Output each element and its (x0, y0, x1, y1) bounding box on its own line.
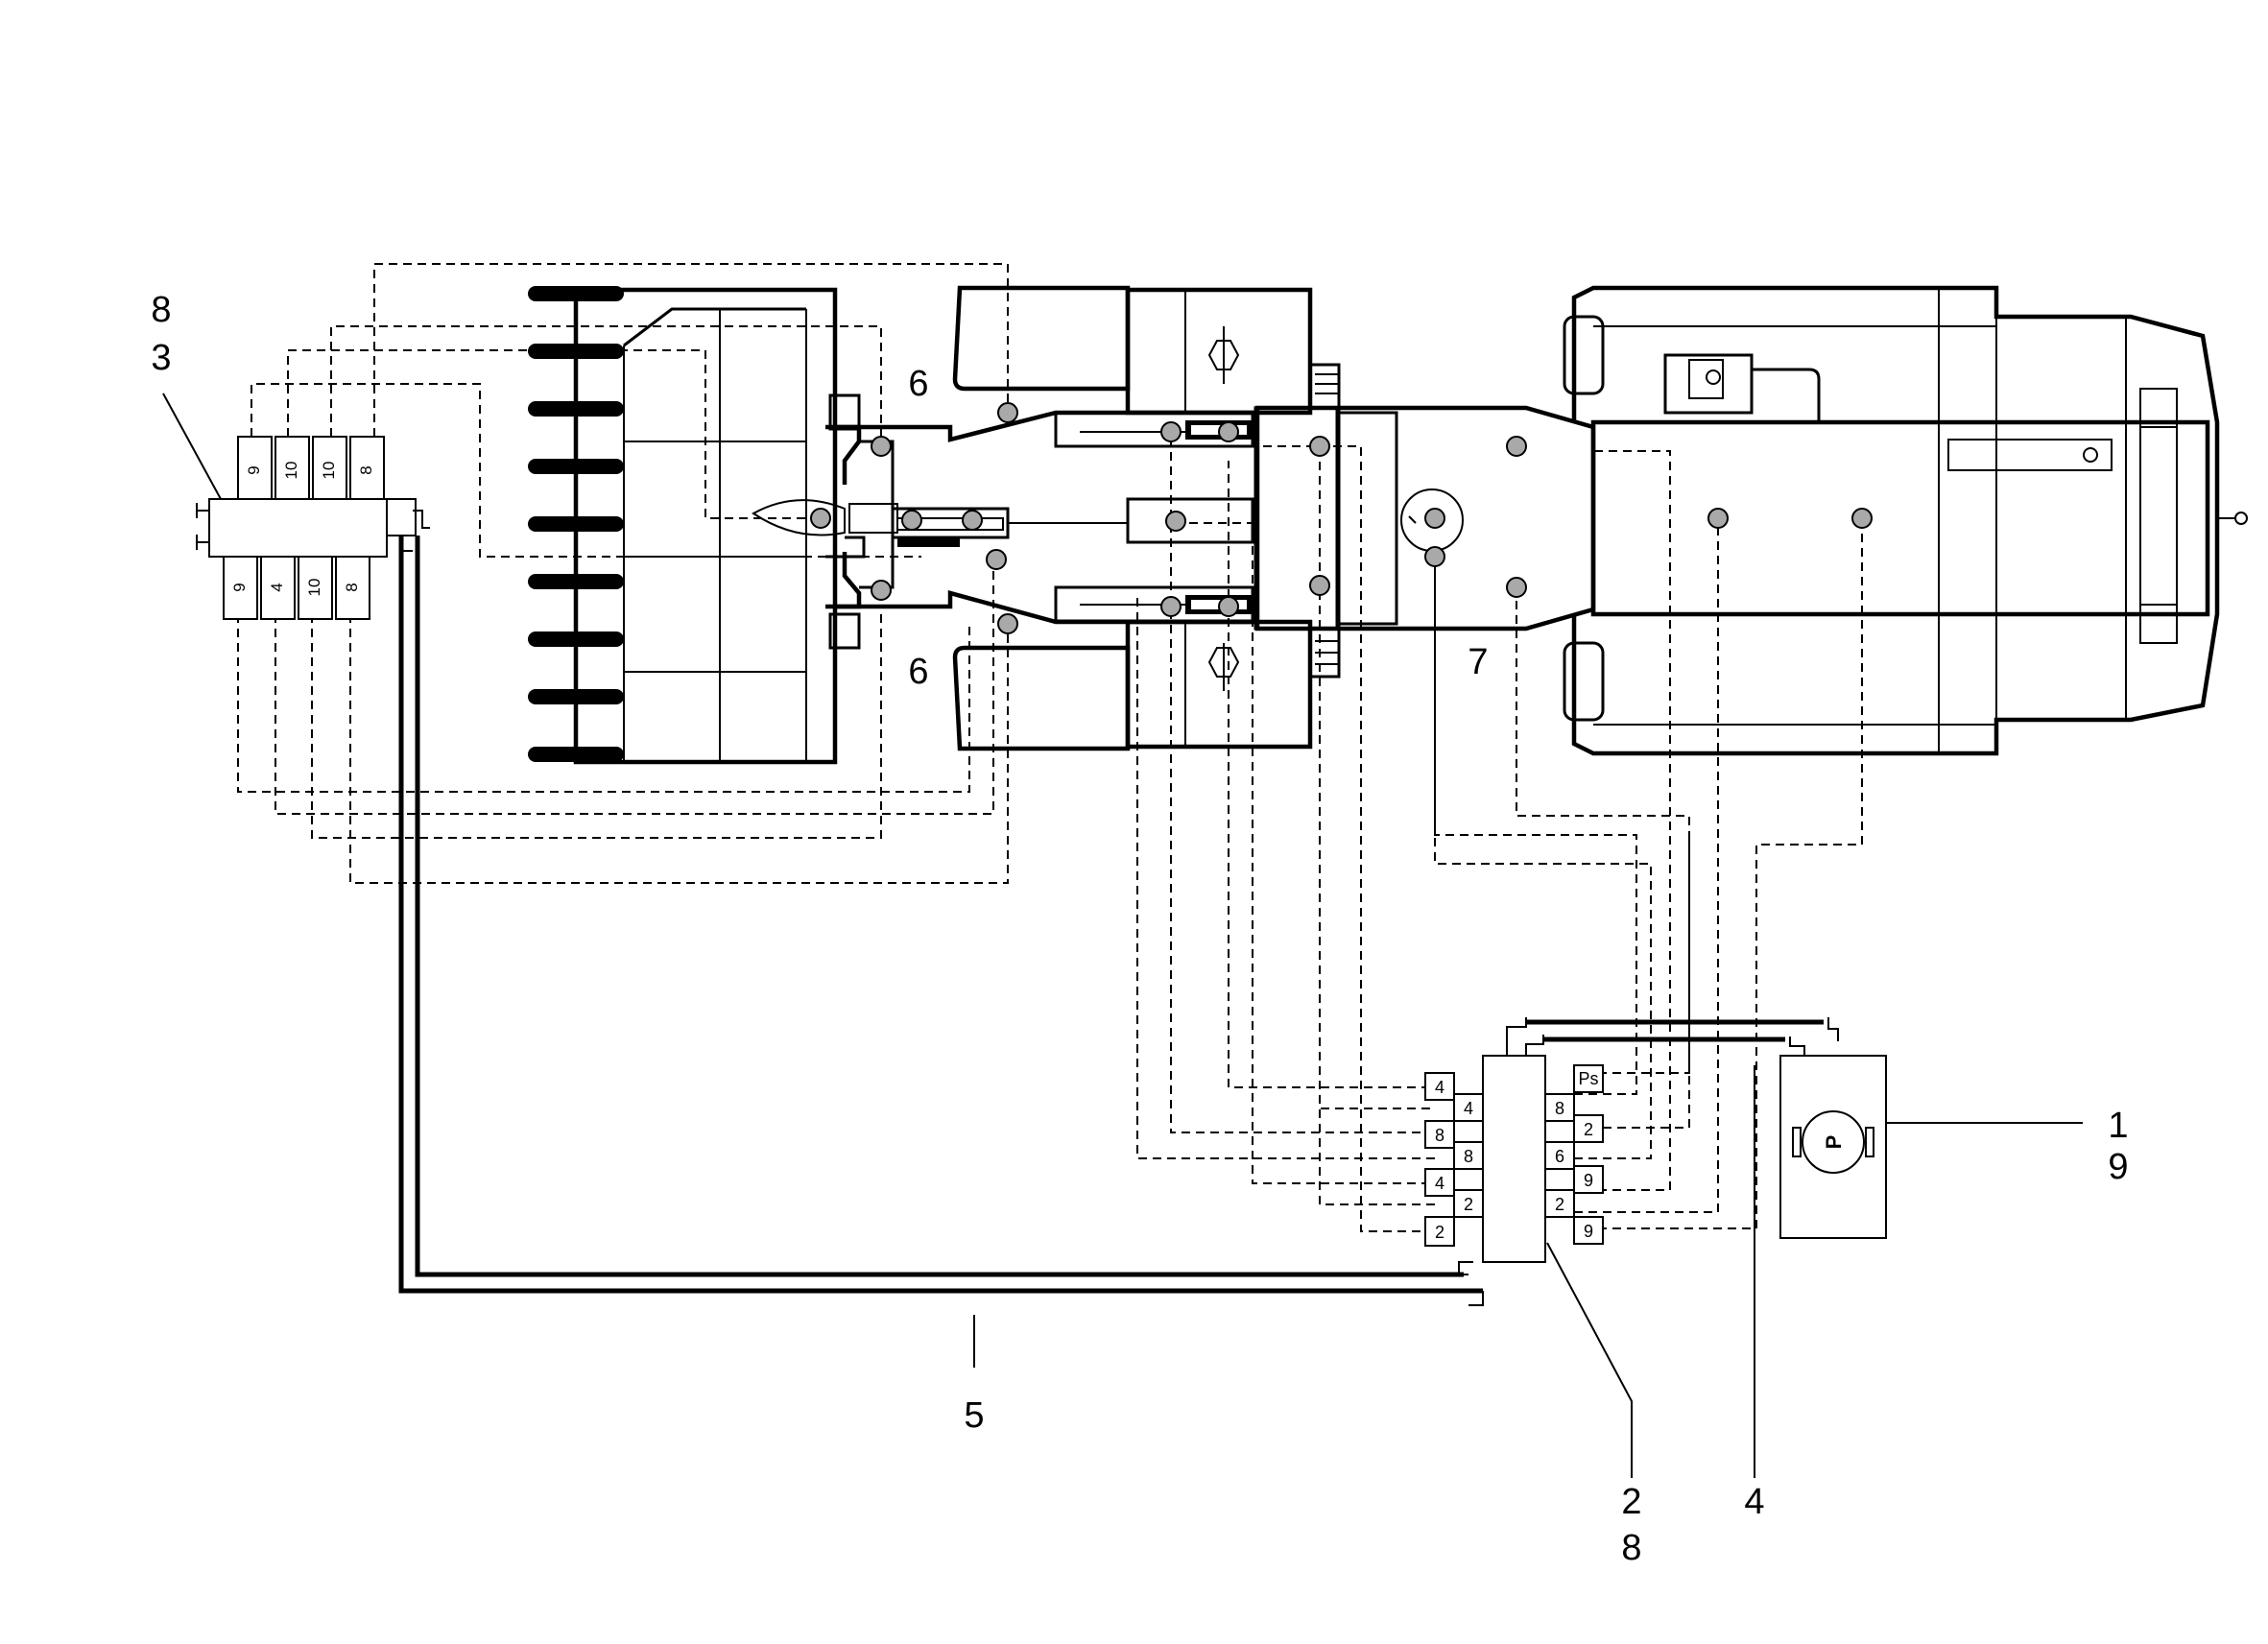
pump-symbol: P (1822, 1135, 1846, 1150)
measuring-point (1424, 546, 1445, 567)
valve-right-cell-1: Ps (1578, 1069, 1598, 1088)
measuring-point (1165, 511, 1186, 532)
valve-right-cell-2: 8 (1555, 1099, 1564, 1118)
measuring-points (810, 402, 1873, 634)
left-block-bottom-cells: 9 4 10 8 (223, 556, 370, 620)
left-block-top-cells: 9 10 10 8 (237, 436, 385, 500)
valve-right-cell-5: 9 (1584, 1171, 1593, 1190)
measuring-point (1309, 575, 1330, 596)
measuring-point (1851, 508, 1873, 529)
callout-9: 9 (2108, 1147, 2128, 1187)
measuring-point (1160, 421, 1182, 442)
valve-left-cell-7: 2 (1435, 1223, 1444, 1242)
callout-1: 1 (2108, 1106, 2128, 1146)
left-top-cell-1: 9 (245, 465, 263, 474)
return-hoses (162, 393, 2083, 1478)
valve-right-cell-4: 6 (1555, 1147, 1564, 1166)
measuring-point (997, 613, 1018, 634)
valve-left-cell-4: 8 (1464, 1147, 1473, 1166)
callout-6-top: 6 (908, 364, 928, 404)
left-bottom-cell-2: 4 (268, 583, 286, 591)
measuring-point (901, 510, 922, 531)
valve-left-cell-5: 4 (1435, 1174, 1444, 1193)
callout-7: 7 (1468, 642, 1488, 682)
measuring-point (997, 402, 1018, 423)
callout-8-bottom: 8 (1621, 1528, 1641, 1568)
measuring-point (1506, 436, 1527, 457)
left-bottom-cell-1: 9 (230, 583, 249, 591)
callouts: 8 3 6 6 7 1 9 5 2 8 4 (151, 290, 2128, 1568)
measuring-point (1707, 508, 1729, 529)
valve-right-cell-6: 2 (1555, 1195, 1564, 1214)
pump: P (1779, 1055, 1887, 1239)
measuring-point (1506, 577, 1527, 598)
measuring-point (1218, 421, 1239, 442)
callout-6-bottom: 6 (908, 652, 928, 692)
valve-block: 4 4 8 8 4 2 2 Ps 8 2 6 9 2 9 (1424, 1017, 1839, 1306)
left-bottom-cell-3: 10 (305, 579, 323, 597)
measuring-point (871, 436, 892, 457)
left-top-cell-3: 10 (320, 462, 338, 480)
measuring-point (810, 508, 831, 529)
measuring-point (1309, 436, 1330, 457)
callout-5: 5 (964, 1395, 984, 1436)
measuring-point (986, 549, 1007, 570)
left-top-cell-2: 10 (282, 462, 300, 480)
bucket-teeth (528, 286, 624, 762)
left-bottom-cell-4: 8 (343, 583, 361, 591)
valve-left-cell-1: 4 (1435, 1078, 1444, 1097)
valve-right-cells: Ps 8 2 6 9 2 9 (1544, 1064, 1604, 1245)
left-pressure-lines (237, 263, 1009, 884)
valve-left-cell-3: 8 (1435, 1126, 1444, 1145)
measuring-point (1424, 508, 1445, 529)
rear-frame (1563, 285, 2248, 756)
left-top-cell-4: 8 (357, 465, 375, 474)
measuring-point (1160, 596, 1182, 617)
callout-3: 3 (151, 338, 171, 378)
callout-8-top: 8 (151, 290, 171, 330)
valve-left-cell-6: 2 (1464, 1195, 1473, 1214)
valve-right-cell-7: 9 (1584, 1222, 1593, 1241)
measuring-point (1218, 596, 1239, 617)
measuring-point (962, 510, 983, 531)
front-frame (952, 285, 1341, 751)
bucket (528, 286, 861, 765)
callout-4: 4 (1744, 1482, 1764, 1522)
measuring-point (871, 580, 892, 601)
valve-left-cell-2: 4 (1464, 1099, 1473, 1118)
valve-pressure-lines (1136, 432, 1863, 1232)
valve-right-cell-3: 2 (1584, 1120, 1593, 1139)
left-control-block: 9 10 10 8 9 4 10 8 (196, 436, 430, 620)
callout-2: 2 (1621, 1482, 1641, 1522)
valve-left-cells: 4 4 8 8 4 2 2 (1424, 1072, 1484, 1247)
